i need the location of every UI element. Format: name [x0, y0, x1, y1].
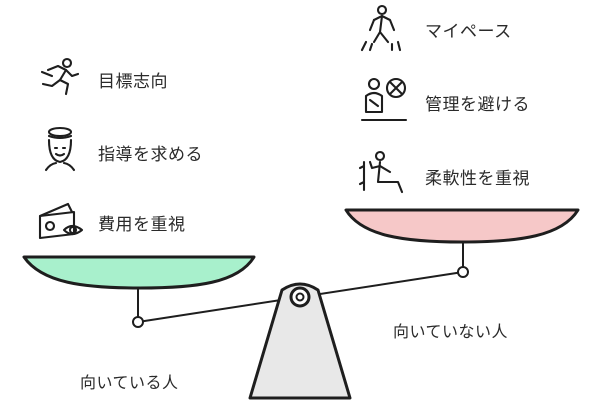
right-item-label-3: 柔軟性を重視: [425, 169, 530, 189]
running-person-icon: [40, 57, 80, 96]
right-pan: [344, 208, 580, 244]
left-pan: [22, 255, 256, 290]
wallet-eye-icon: [38, 202, 84, 240]
left-caption: 向いている人: [80, 373, 179, 392]
stretching-person-icon: [358, 150, 404, 194]
right-pivot: [457, 266, 469, 278]
left-item-label-3: 費用を重視: [98, 215, 186, 235]
left-item-label-1: 目標志向: [98, 72, 168, 92]
right-item-label-2: 管理を避ける: [425, 95, 530, 115]
no-supervision-icon: [360, 77, 408, 122]
left-pivot: [132, 316, 144, 328]
coach-person-icon: [44, 126, 76, 172]
right-caption: 向いていない人: [393, 322, 509, 341]
fulcrum: [248, 282, 352, 400]
walking-person-icon: [360, 4, 402, 52]
left-item-label-2: 指導を求める: [98, 145, 203, 165]
fulcrum-pivot-inner: [295, 292, 305, 302]
right-item-label-1: マイペース: [425, 22, 512, 42]
